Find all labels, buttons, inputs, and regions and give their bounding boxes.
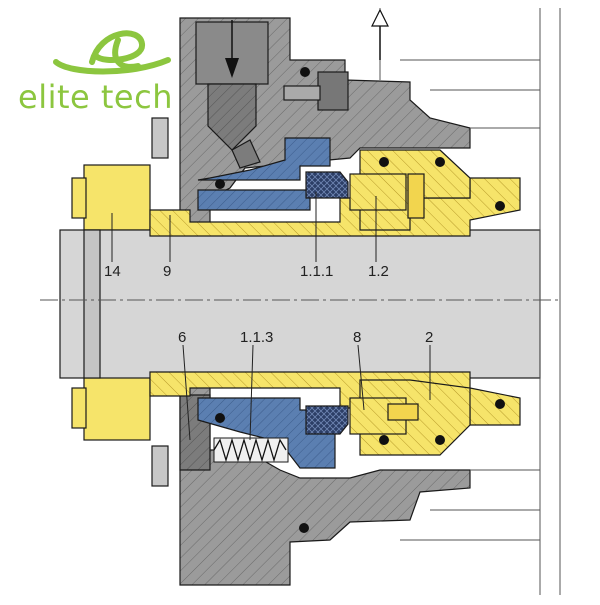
drive-collar: [71, 117, 169, 487]
up-arrow-icon: [371, 8, 389, 60]
carbon-ring: [197, 137, 336, 469]
centerline: [40, 8, 561, 595]
down-arrow-icon: [225, 20, 239, 78]
secondary-ring: [305, 171, 349, 435]
leader-lines: [111, 192, 431, 441]
label-6: 6: [178, 329, 186, 346]
label-1-1-1: 1.1.1: [300, 263, 333, 280]
label-1-1-3: 1.1.3: [240, 329, 273, 346]
housing: [179, 17, 471, 586]
brand-text: elite tech: [18, 78, 173, 116]
label-1-2: 1.2: [368, 263, 389, 280]
seal-face: [349, 173, 425, 435]
part-labels: 14 9 1.1.1 1.2 6 1.1.3 8 2: [104, 263, 433, 346]
label-9: 9: [163, 263, 171, 280]
leaf-swirl-e-icon: [53, 30, 171, 75]
o-rings: [215, 67, 505, 533]
label-2: 2: [425, 329, 433, 346]
label-14: 14: [104, 263, 121, 280]
label-8: 8: [353, 329, 361, 346]
spring: [213, 437, 289, 463]
shaft: [59, 229, 541, 379]
